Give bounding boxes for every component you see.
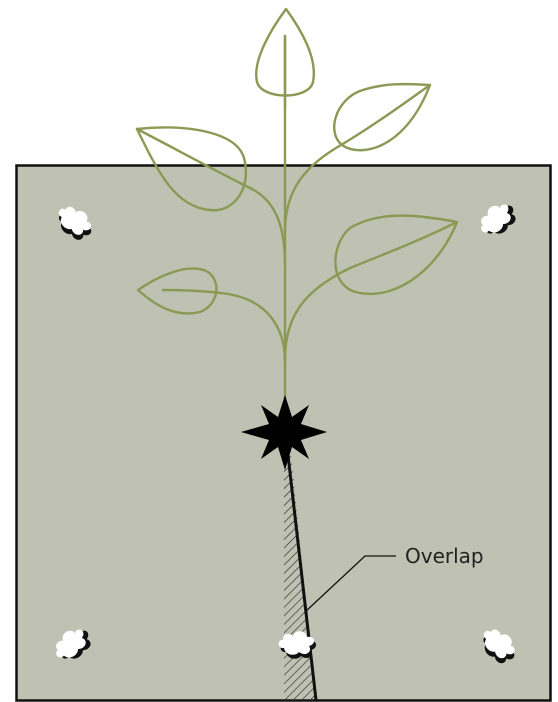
callout-label: Overlap — [405, 544, 484, 568]
